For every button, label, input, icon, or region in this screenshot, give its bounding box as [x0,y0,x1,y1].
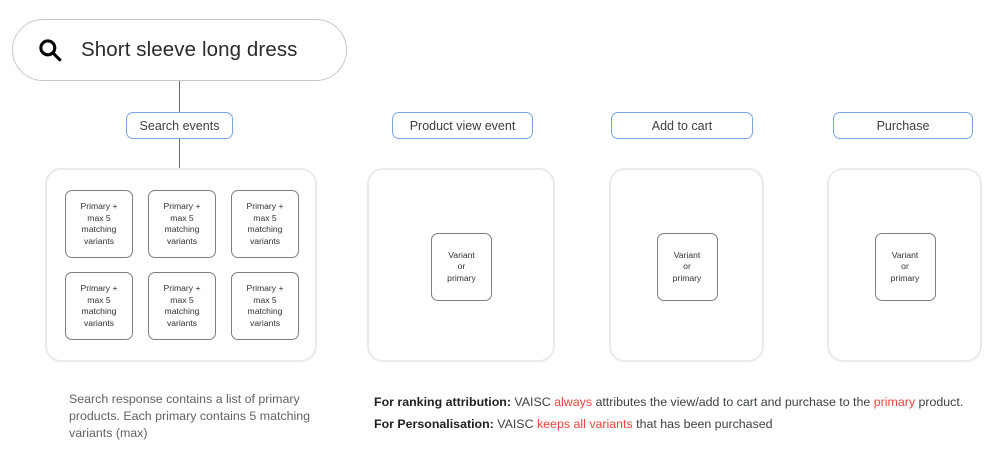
note-personalisation-part1: VAISC [493,417,537,431]
primary-card: Primary + max 5 matching variants [148,272,216,340]
primary-card: Primary + max 5 matching variants [148,190,216,258]
variant-card: Variant or primary [656,233,718,301]
search-query-text: Short sleeve long dress [81,38,298,61]
search-bar[interactable]: Short sleeve long dress [12,19,347,81]
stage-chip-purchase[interactable]: Purchase [833,112,973,139]
primary-card: Primary + max 5 matching variants [65,190,133,258]
panel-search-events: Primary + max 5 matching variants Primar… [45,168,317,362]
primary-card: Primary + max 5 matching variants [65,272,133,340]
variant-card: Variant or primary [431,233,492,301]
stage-chip-label: Purchase [876,118,930,133]
notes-block: For ranking attribution: VAISC always at… [374,391,984,435]
note-personalisation-part2: that has been purchased [632,417,773,431]
note-ranking-highlight-primary: primary [873,395,916,409]
panel-product-view-event: Variant or primary [367,168,555,362]
note-personalisation: For Personalisation: VAISC keeps all var… [374,413,984,435]
note-ranking-attribution: For ranking attribution: VAISC always at… [374,391,984,413]
stage-chip-label: Search events [139,118,220,133]
note-ranking-highlight-always: always [554,395,593,409]
primary-card: Primary + max 5 matching variants [231,190,299,258]
panel-add-to-cart: Variant or primary [609,168,764,362]
note-ranking-part2: attributes the view/add to cart and purc… [592,395,874,409]
stage-chip-add-to-cart[interactable]: Add to cart [611,112,753,139]
panel-purchase: Variant or primary [827,168,982,362]
note-personalisation-label: For Personalisation: [374,417,494,431]
note-ranking-label: For ranking attribution: [374,395,511,409]
search-icon [39,39,62,62]
primary-card: Primary + max 5 matching variants [231,272,299,340]
primary-card-grid: Primary + max 5 matching variants Primar… [65,190,301,340]
note-personalisation-highlight-keeps-all-variants: keeps all variants [536,417,633,431]
caption-search-response: Search response contains a list of prima… [69,392,311,440]
stage-chip-label: Product view event [409,118,516,133]
note-ranking-part3: product. [915,395,964,409]
stage-chip-label: Add to cart [651,118,713,133]
variant-card: Variant or primary [874,233,936,301]
stage-chip-product-view-event[interactable]: Product view event [392,112,533,139]
stage-chip-search-events[interactable]: Search events [126,112,233,139]
note-ranking-part1: VAISC [510,395,555,409]
